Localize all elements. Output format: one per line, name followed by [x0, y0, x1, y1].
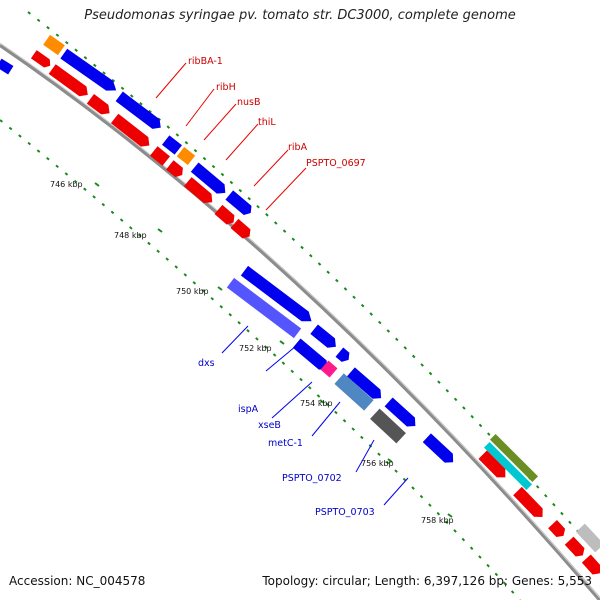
tick-label-746: 746 kbp [50, 180, 83, 189]
tick-label-748: 748 kbp [114, 231, 147, 240]
gene-feature[interactable] [214, 204, 238, 227]
cds-feature-dxs[interactable] [240, 265, 315, 326]
label-ribBA-1[interactable]: ribBA-1 [188, 56, 223, 67]
accession-text: Accession: NC_004578 [9, 574, 146, 588]
genome-backbone [0, 43, 600, 600]
gene-feature[interactable] [30, 50, 53, 70]
gene-feature[interactable] [230, 218, 254, 241]
cds-feature-xseB[interactable] [346, 367, 385, 402]
gene-feature[interactable] [478, 450, 509, 481]
cds-feature-ispA[interactable] [292, 338, 331, 374]
label-ribH[interactable]: ribH [216, 82, 236, 93]
tick-label-758: 758 kbp [421, 516, 454, 525]
map-title: Pseudomonas syringae pv. tomato str. DC3… [84, 8, 516, 23]
label-nusB[interactable]: nusB [237, 97, 261, 108]
cds-feature[interactable] [0, 58, 14, 75]
gene-feature[interactable] [110, 113, 153, 151]
cds-feature-dxs-shadow[interactable] [226, 277, 302, 339]
gene-feature[interactable] [166, 160, 186, 179]
misc-feature-olive[interactable] [489, 433, 539, 483]
gene-feature[interactable] [86, 93, 113, 118]
label-PSPTO_0702[interactable]: PSPTO_0702 [282, 473, 342, 484]
tick-label-752: 752 kbp [239, 344, 272, 353]
tick-label-750: 750 kbp [176, 287, 209, 296]
label-thiL[interactable]: thiL [258, 117, 276, 128]
label-ispA[interactable]: ispA [238, 404, 259, 415]
cds-feature-metC-1[interactable] [384, 397, 420, 430]
cds-feature-ribA[interactable] [225, 190, 254, 217]
label-PSPTO_0703[interactable]: PSPTO_0703 [315, 507, 375, 518]
gene-feature[interactable] [183, 177, 216, 207]
misc-feature-magenta[interactable] [320, 360, 338, 378]
top-label-leaders [155, 62, 307, 211]
misc-feature-cyan[interactable] [483, 441, 533, 491]
misc-feature-grey[interactable] [370, 408, 406, 444]
bottom-label-leaders [221, 325, 409, 506]
inner-tick-track [0, 119, 521, 600]
kbp-tick-marks [94, 182, 453, 518]
label-xseB[interactable]: xseB [258, 420, 281, 431]
cds-feature-steelblue[interactable] [334, 373, 374, 411]
gene-feature[interactable] [513, 486, 547, 521]
trna-feature[interactable] [43, 34, 65, 56]
gene-feature[interactable] [48, 64, 92, 100]
tick-label-756: 756 kbp [361, 459, 394, 468]
label-PSPTO_0697[interactable]: PSPTO_0697 [306, 158, 366, 169]
cds-feature[interactable] [335, 347, 353, 365]
gene-feature[interactable] [548, 520, 568, 540]
label-metC-1[interactable]: metC-1 [268, 438, 303, 449]
cds-feature[interactable] [310, 324, 339, 352]
cds-feature-grey[interactable] [576, 523, 600, 553]
label-dxs[interactable]: dxs [198, 358, 215, 369]
cds-feature-ribH[interactable] [115, 91, 165, 133]
cds-feature-PSPTO_0703[interactable] [422, 433, 458, 466]
genome-summary-text: Topology: circular; Length: 6,397,126 bp… [262, 574, 592, 588]
gene-feature[interactable] [150, 146, 170, 166]
cds-feature-nusB[interactable] [162, 135, 182, 155]
cds-feature-ribBA-1[interactable] [60, 48, 119, 96]
gene-feature[interactable] [581, 554, 600, 578]
cds-feature-thiL[interactable] [190, 162, 229, 198]
label-ribA[interactable]: ribA [288, 142, 308, 153]
tick-label-754: 754 kbp [300, 399, 333, 408]
gene-feature[interactable] [564, 536, 587, 560]
trna-feature[interactable] [176, 146, 196, 166]
